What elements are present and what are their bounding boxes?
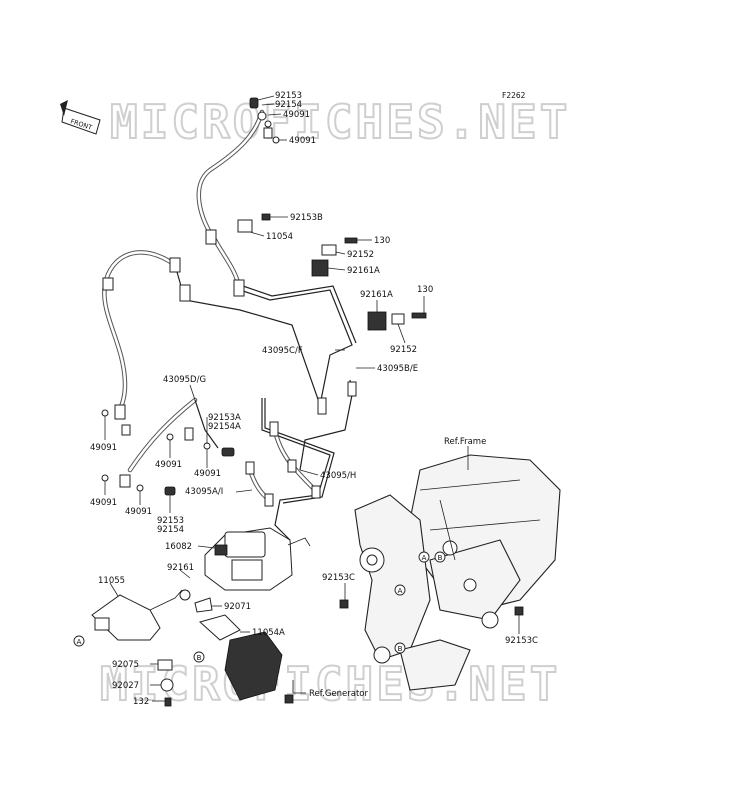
label-92154-top: 92154	[275, 100, 302, 110]
label-11054A: 11054A	[252, 628, 285, 638]
svg-text:B: B	[438, 554, 443, 562]
label-92154-mid: 92154	[157, 525, 184, 535]
frame-drawing	[339, 454, 561, 691]
callout-b-1: B	[193, 651, 205, 663]
label-92153C-b: 92153C	[505, 636, 538, 646]
label-11054: 11054	[266, 232, 293, 242]
label-130-a: 130	[374, 236, 390, 246]
fittings	[101, 97, 427, 507]
callout-a-1: A	[73, 635, 85, 647]
label-49091-g: 49091	[125, 507, 152, 517]
label-43095AI: 43095A/I	[185, 487, 223, 497]
label-92153A: 92153A	[208, 413, 241, 423]
label-130-b: 130	[417, 285, 433, 295]
label-92161: 92161	[167, 563, 194, 573]
brackets	[91, 589, 294, 707]
label-49091-f: 49091	[90, 498, 117, 508]
label-ref-generator: Ref.Generator	[309, 689, 368, 699]
label-92153B: 92153B	[290, 213, 323, 223]
label-49091-c: 49091	[90, 443, 117, 453]
label-92075: 92075	[112, 660, 139, 670]
abs-unit	[204, 527, 311, 591]
label-49091-b: 49091	[289, 136, 316, 146]
watermark-bottom: MICROFICHES.NET	[100, 657, 560, 711]
label-92027: 92027	[112, 681, 139, 691]
leader-lines	[104, 95, 520, 702]
svg-text:A: A	[77, 638, 82, 646]
label-92153-top: 92153	[275, 91, 302, 101]
label-92161A-a: 92161A	[347, 266, 380, 276]
front-arrow-icon: FRONT	[60, 100, 101, 135]
label-92152-b: 92152	[390, 345, 417, 355]
label-92071: 92071	[224, 602, 251, 612]
svg-text:A: A	[398, 587, 403, 595]
part-labels: 92153 92154 49091 49091 92153B 11054 130…	[90, 91, 538, 707]
watermark-top: MICROFICHES.NET	[110, 95, 570, 149]
label-ref-frame: Ref.Frame	[444, 437, 486, 447]
label-49091-d: 49091	[155, 460, 182, 470]
label-43095H: 43095/H	[320, 471, 356, 481]
label-43095CF: 43095C/F	[262, 346, 303, 356]
label-43095BE: 43095B/E	[377, 364, 418, 374]
label-92154A: 92154A	[208, 422, 241, 432]
callout-b-2: B	[434, 551, 446, 563]
svg-text:B: B	[197, 654, 202, 662]
label-49091-a: 49091	[283, 110, 310, 120]
svg-text:B: B	[398, 645, 403, 653]
label-92161A-b: 92161A	[360, 290, 393, 300]
brake-hoses	[102, 109, 357, 541]
diagram-code: F2262	[502, 91, 526, 100]
callout-b-3: B	[394, 642, 406, 654]
label-16082: 16082	[165, 542, 192, 552]
label-132: 132	[133, 697, 149, 707]
label-11055: 11055	[98, 576, 125, 586]
callout-a-3: A	[394, 584, 406, 596]
svg-text:A: A	[422, 554, 427, 562]
label-43095DG: 43095D/G	[163, 375, 206, 385]
label-92153-mid: 92153	[157, 516, 184, 526]
label-92152-a: 92152	[347, 250, 374, 260]
callouts: A B A B A B	[73, 551, 446, 663]
label-92153C-a: 92153C	[322, 573, 355, 583]
callout-a-2: A	[418, 551, 430, 563]
label-49091-e: 49091	[194, 469, 221, 479]
